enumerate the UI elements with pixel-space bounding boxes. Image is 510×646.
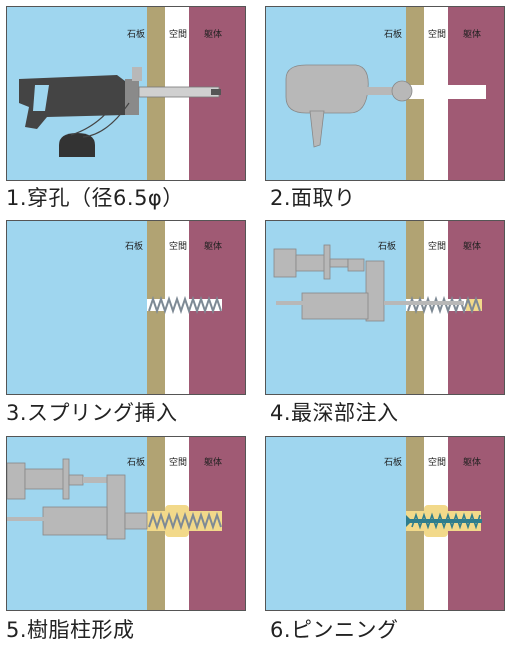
body-label: 躯体 xyxy=(463,240,481,252)
body-label: 躯体 xyxy=(204,28,222,40)
spring-icon xyxy=(148,511,222,531)
step-1-caption: 1.穿孔（径6.5φ） xyxy=(6,186,184,210)
body-label: 躯体 xyxy=(204,456,222,468)
resin-column xyxy=(165,505,189,537)
stone-label: 石板 xyxy=(127,28,145,40)
step-4-caption: 4.最深部注入 xyxy=(270,401,399,425)
stone-label: 石板 xyxy=(384,456,402,468)
step-3-caption: 3.スプリング挿入 xyxy=(6,401,178,425)
step-1-panel: 石板 空間 躯体 xyxy=(6,6,246,181)
gap-label: 空間 xyxy=(169,28,187,40)
injection-gun-icon xyxy=(7,458,148,540)
step-3-diagram: 石板 空間 躯体 xyxy=(7,221,245,394)
step-2-panel: 石板 空間 躯体 xyxy=(265,6,505,181)
step-6-caption: 6.ピンニング xyxy=(270,618,399,642)
spring-icon xyxy=(407,295,481,315)
spring-icon xyxy=(148,295,222,315)
injection-gun-icon xyxy=(273,244,464,322)
step-4-panel: 石板 空間 躯体 xyxy=(265,220,505,395)
body-label: 躯体 xyxy=(463,28,481,40)
gap-label: 空間 xyxy=(428,456,446,468)
step-6-diagram: 石板 空間 躯体 xyxy=(266,437,504,610)
stone-label: 石板 xyxy=(125,240,143,252)
step-2-caption: 2.面取り xyxy=(270,186,356,210)
gap-label: 空間 xyxy=(169,240,187,252)
step-3-panel: 石板 空間 躯体 xyxy=(6,220,246,395)
step-5-caption: 5.樹脂柱形成 xyxy=(6,618,135,642)
body-label: 躯体 xyxy=(463,456,481,468)
drilled-hole xyxy=(406,85,486,99)
step-5-panel: 石板 空間 躯体 xyxy=(6,436,246,611)
stone-label: 石板 xyxy=(378,240,396,252)
gap-label: 空間 xyxy=(169,456,187,468)
pin-icon xyxy=(406,519,482,523)
gap-label: 空間 xyxy=(428,240,446,252)
step-1-diagram: 石板 空間 躯体 xyxy=(7,7,245,180)
step-6-panel: 石板 空間 躯体 xyxy=(265,436,505,611)
chamfer-tool-icon xyxy=(285,64,413,148)
drill-icon xyxy=(19,67,221,157)
body-label: 躯体 xyxy=(204,240,222,252)
gap-label: 空間 xyxy=(428,28,446,40)
stone-label: 石板 xyxy=(127,456,145,468)
step-5-diagram: 石板 空間 躯体 xyxy=(7,437,245,610)
stone-label: 石板 xyxy=(384,28,402,40)
spring-icon xyxy=(411,512,481,530)
step-4-diagram: 石板 空間 躯体 xyxy=(266,221,504,394)
step-2-diagram: 石板 空間 躯体 xyxy=(266,7,504,180)
